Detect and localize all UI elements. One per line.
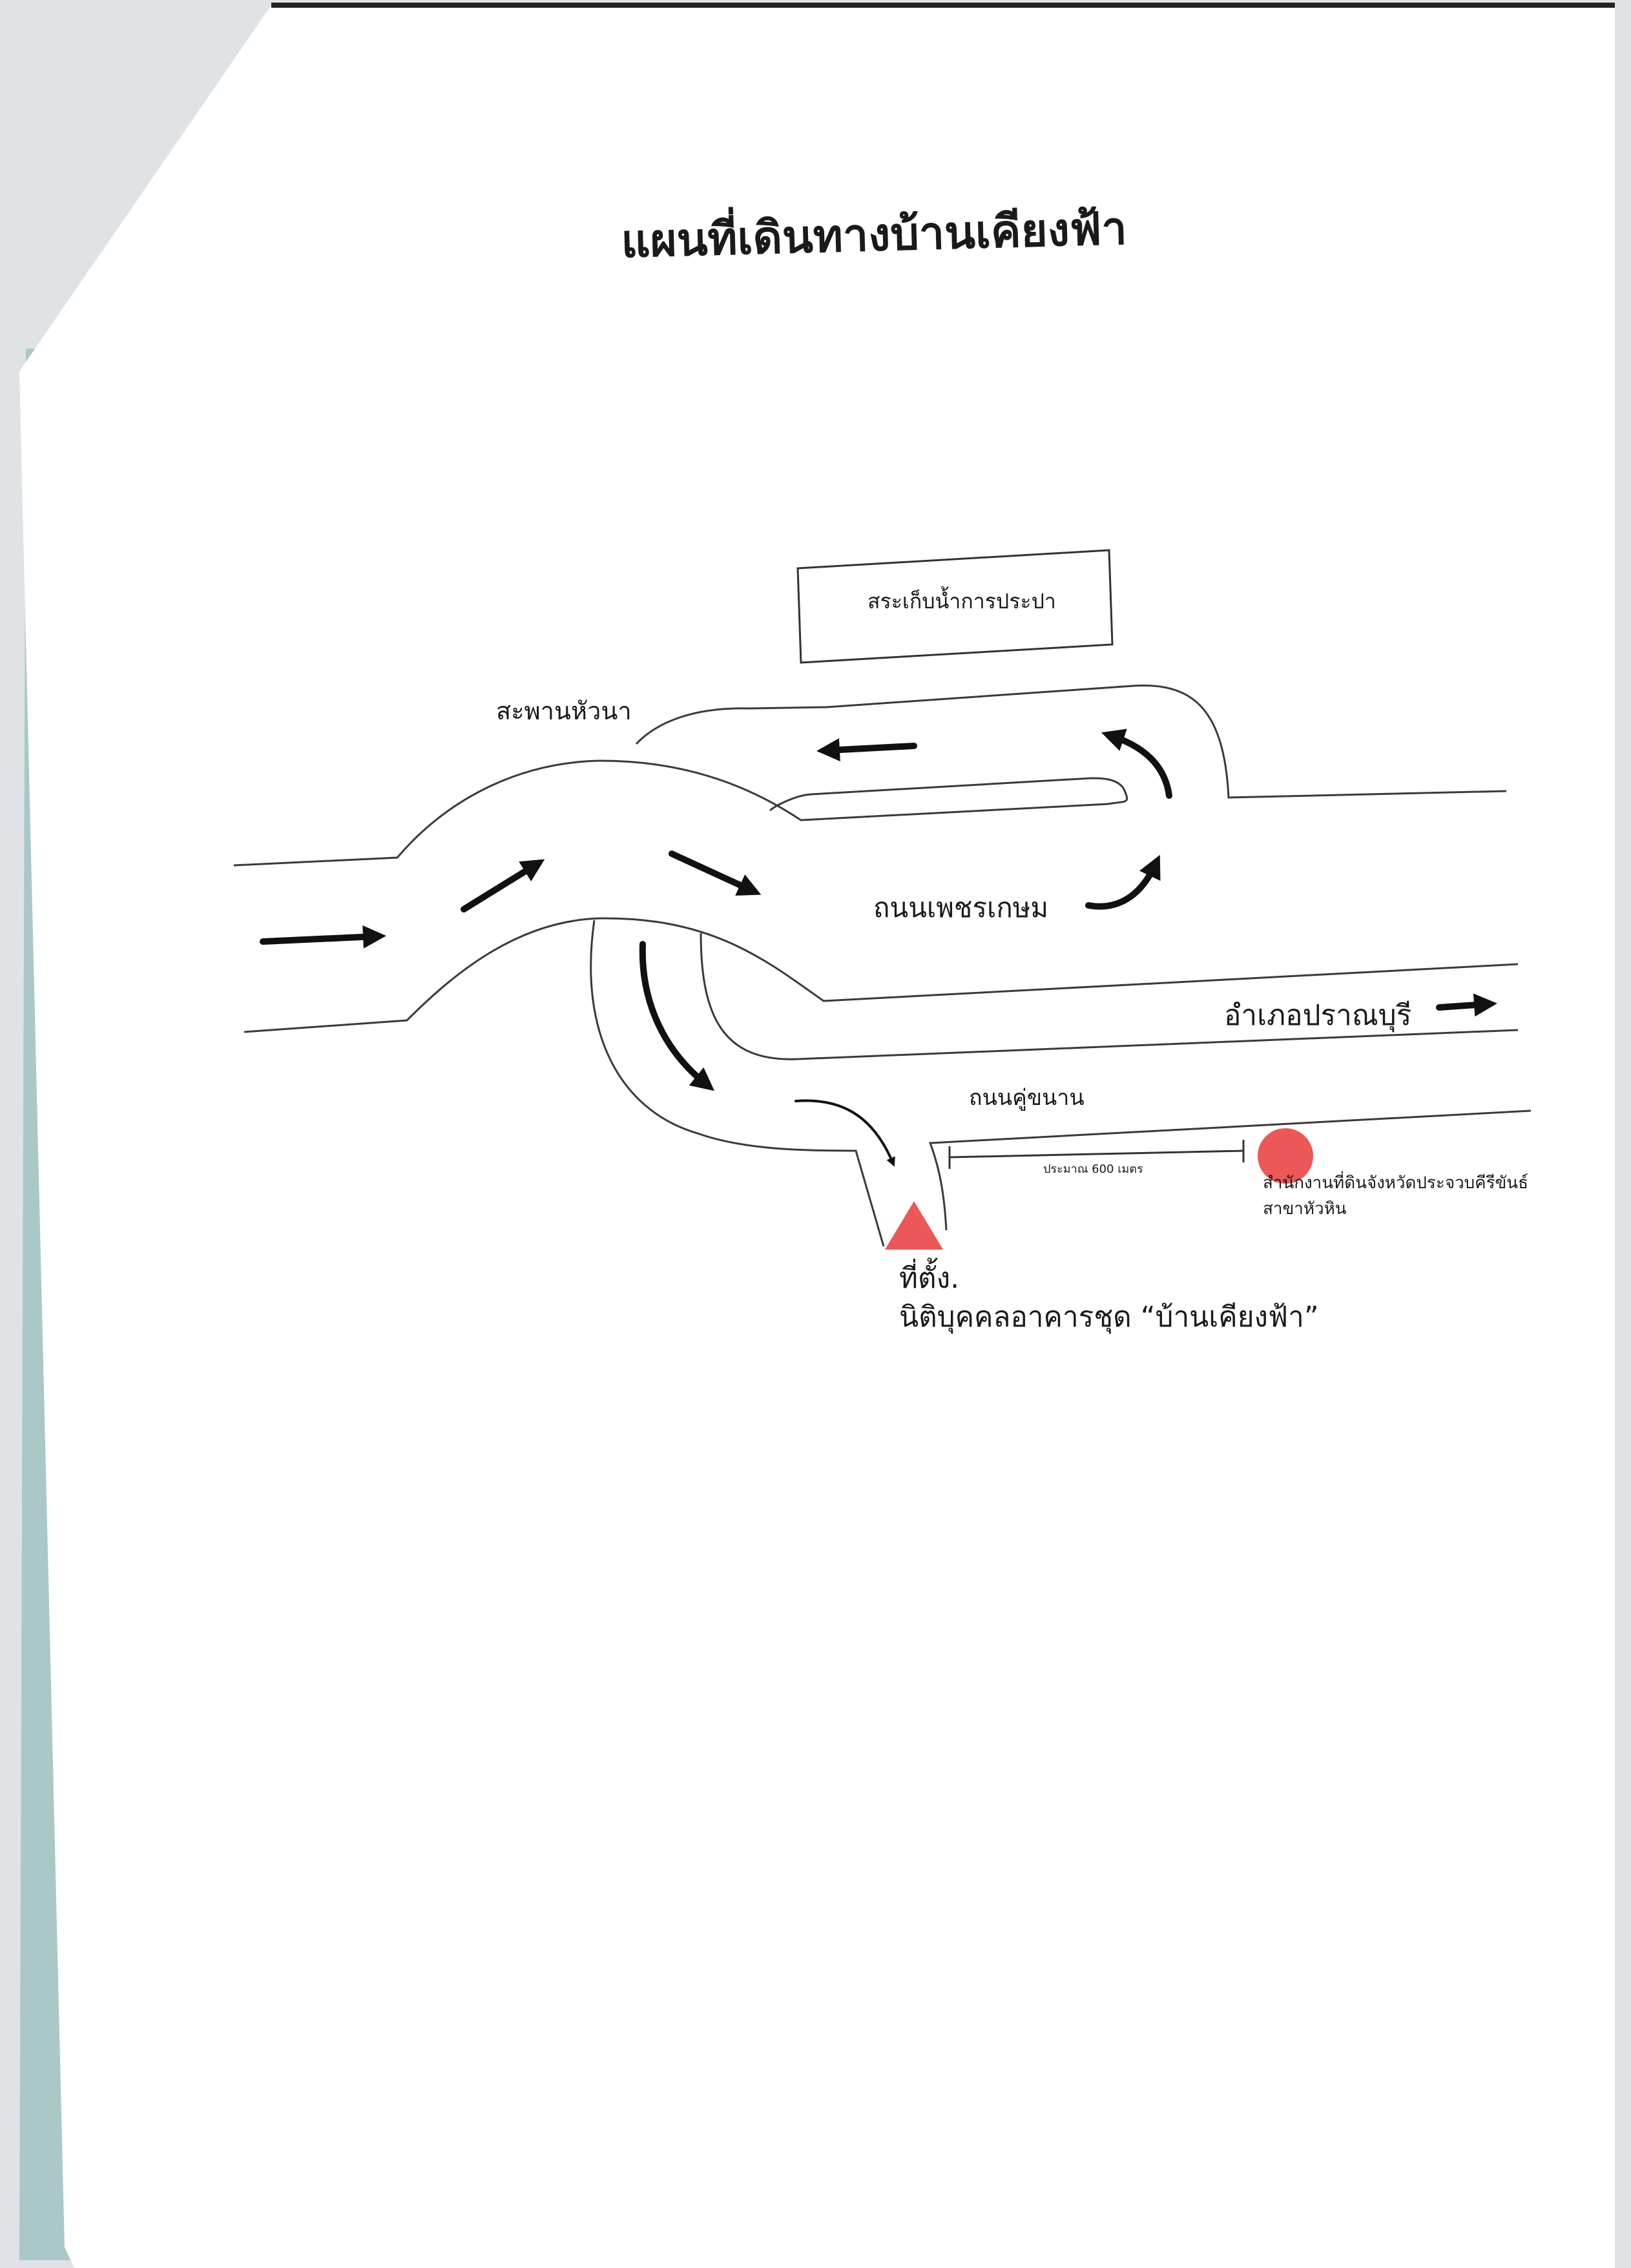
route-arrows [260,728,1497,1091]
arrow-exit-down [639,941,715,1091]
location-label: ที่ตั้ง. นิติบุคคลอาคารชุด “บ้านเคียงฟ้า… [899,1259,1319,1337]
road-network [233,685,1532,1247]
map-title: แผนที่เดินทางบ้านเคียงฟ้า [620,201,1128,268]
arrow-bridge-up [461,859,545,912]
arrow-bridge-down [669,850,762,896]
petchkasem-lower-edge [244,917,1519,1033]
frontage-lower-right-edge [928,1109,1532,1231]
arrow-uturn-start [1085,854,1161,910]
paper-sheet [19,5,1615,2268]
location-label-line2: นิติบุคคลอาคารชุด “บ้านเคียงฟ้า” [899,1301,1319,1334]
arrow-uturn-top [1101,728,1172,799]
arrow-to-location [795,1099,895,1167]
reservoir-box [796,549,1114,664]
land-office-label-line1: สำนักงานที่ดินจังหวัดประจวบคีรีขันธ์ [1263,1173,1528,1193]
land-office-marker-icon [1258,1128,1313,1184]
arrow-westbound [816,738,917,762]
petchkasem-road-label: ถนนเพชรเกษม [873,892,1049,923]
distance-scale [948,1140,1245,1169]
land-office-label-line2: สาขาหัวหิน [1263,1199,1347,1219]
arrow-pranburi [1436,993,1497,1017]
bridge-upper-edge [233,759,1128,867]
pranburi-direction-label: อำเภอปราณบุรี [1224,999,1412,1032]
frontage-upper-edge [700,933,1519,1060]
frontage-road-label: ถนนคู่ขนาน [969,1085,1085,1111]
reservoir-label: สระเก็บน้ำการประปา [867,589,1056,613]
bridge-label: สะพานหัวนา [496,697,632,725]
distance-label: ประมาณ 600 เมตร [1043,1162,1143,1176]
location-marker-icon [885,1201,943,1250]
land-office-label: สำนักงานที่ดินจังหวัดประจวบคีรีขันธ์ สาข… [1263,1170,1528,1222]
arrow-east-entry [260,925,386,949]
location-label-line1: ที่ตั้ง. [899,1262,960,1295]
return-loop-edge [635,685,1507,799]
frontage-lower-left-edge [590,920,885,1247]
